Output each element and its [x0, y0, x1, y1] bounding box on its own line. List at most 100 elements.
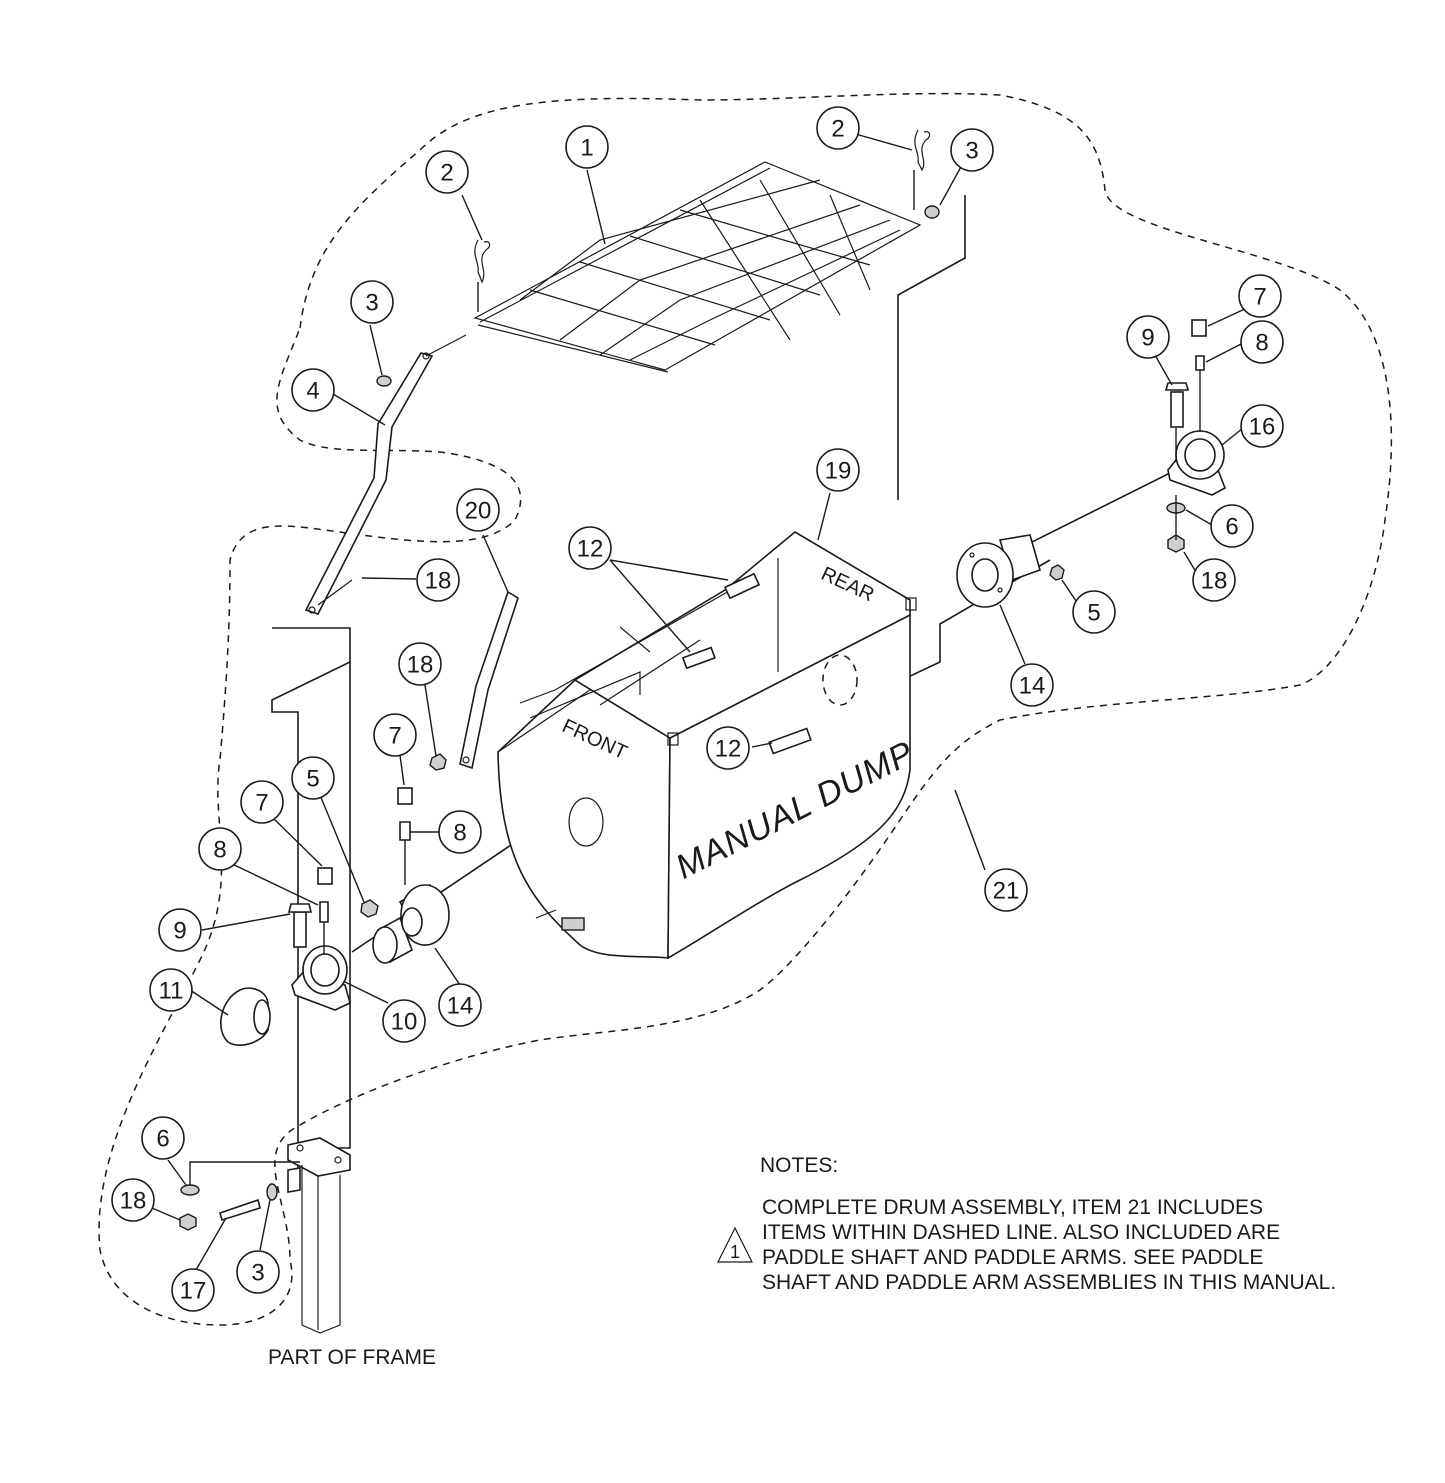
callout-circle — [1240, 320, 1284, 364]
callout-18: 18 — [416, 558, 460, 602]
callout-number: 12 — [715, 736, 742, 763]
callout-number: 3 — [965, 138, 978, 165]
bearing-right — [1167, 430, 1227, 496]
callout-number: 2 — [440, 160, 453, 187]
callout-number: 18 — [425, 568, 452, 595]
drum-body — [497, 531, 917, 960]
callout-circle — [373, 713, 417, 757]
callout-circle — [111, 1178, 155, 1222]
callout-6: 6 — [141, 1116, 185, 1160]
callout-circle — [568, 526, 612, 570]
callout-number: 10 — [391, 1009, 418, 1036]
note-line-2: ITEMS WITHIN DASHED LINE. ALSO INCLUDED … — [762, 1221, 1280, 1244]
callout-number: 7 — [388, 723, 401, 750]
bushing-7-right — [1191, 319, 1207, 337]
callout-12: 12 — [568, 526, 612, 570]
leader-lines — [151, 132, 1248, 1271]
callout-number: 5 — [306, 766, 319, 793]
callout-circle — [816, 106, 860, 150]
callout-1: 1 — [565, 125, 609, 169]
bolt-12-top — [681, 572, 812, 755]
callout-number: 18 — [407, 652, 434, 679]
note-triangle-icon — [717, 1226, 753, 1263]
dump-handle — [459, 590, 519, 770]
callout-circle — [1010, 663, 1054, 707]
callout-11: 11 — [149, 968, 193, 1012]
note-line-4: SHAFT AND PADDLE ARM ASSEMBLIES IN THIS … — [762, 1271, 1336, 1294]
link-arm — [304, 352, 434, 615]
hair-pin-right — [914, 129, 931, 172]
callout-2: 2 — [816, 106, 860, 150]
callout-number: 9 — [173, 918, 186, 945]
callout-17: 17 — [171, 1268, 215, 1312]
callout-3: 3 — [950, 128, 994, 172]
assembly-boundary-dashed — [98, 92, 1393, 1326]
callout-circle — [984, 868, 1028, 912]
nut-18-left — [179, 1213, 197, 1231]
callout-number: 16 — [1249, 414, 1276, 441]
bushing-7-mid — [397, 787, 413, 805]
callout-18: 18 — [398, 642, 442, 686]
callout-circle — [706, 726, 750, 770]
callout-21: 21 — [984, 868, 1028, 912]
callout-number: 4 — [306, 378, 319, 405]
note-marker: 1 — [730, 1242, 740, 1262]
callout-3: 3 — [350, 280, 394, 324]
notes-block: NOTES: COMPLETE DRUM ASSEMBLY, ITEM 21 I… — [717, 1154, 1336, 1294]
callout-circle — [1210, 504, 1254, 548]
callout-20: 20 — [456, 488, 500, 532]
zerk-8-mid — [399, 821, 411, 841]
washer-top-left — [376, 375, 392, 387]
callout-circle — [565, 125, 609, 169]
callout-number: 8 — [1255, 330, 1268, 357]
callout-7: 7 — [373, 713, 417, 757]
callout-number: 18 — [1201, 568, 1228, 595]
nut-5-right — [1049, 564, 1065, 581]
bolt-17 — [219, 1198, 261, 1222]
callout-circle — [149, 968, 193, 1012]
callout-5: 5 — [1072, 590, 1116, 634]
callout-circle — [158, 908, 202, 952]
callout-9: 9 — [1126, 315, 1170, 359]
callout-10: 10 — [382, 999, 426, 1043]
callout-circle — [425, 150, 469, 194]
callout-number: 1 — [580, 135, 593, 162]
callout-circle — [416, 558, 460, 602]
callout-number: 14 — [447, 993, 474, 1020]
callout-circle — [291, 756, 335, 800]
callout-7: 7 — [240, 780, 284, 824]
callout-7: 7 — [1238, 274, 1282, 318]
callout-number: 20 — [465, 498, 492, 525]
zerk-8-right — [1195, 355, 1205, 371]
callout-18: 18 — [1192, 558, 1236, 602]
callout-3: 3 — [236, 1250, 280, 1294]
zerk-8-left — [319, 901, 329, 923]
notes-heading: NOTES: — [760, 1154, 838, 1177]
callout-number: 21 — [993, 878, 1020, 905]
callout-9: 9 — [158, 908, 202, 952]
callout-circle — [240, 780, 284, 824]
bolt-9-left — [293, 911, 307, 948]
washer-3-bottom — [266, 1183, 278, 1201]
callout-number: 6 — [1225, 514, 1238, 541]
callout-circle — [438, 983, 482, 1027]
callout-circle — [350, 280, 394, 324]
callout-16: 16 — [1240, 404, 1284, 448]
callout-circle — [398, 642, 442, 686]
callout-number: 17 — [180, 1278, 207, 1305]
callout-4: 4 — [291, 368, 335, 412]
callout-number: 2 — [831, 116, 844, 143]
callout-number: 8 — [213, 837, 226, 864]
frame-label: PART OF FRAME — [268, 1346, 436, 1369]
callout-circle — [171, 1268, 215, 1312]
callout-number: 7 — [1253, 284, 1266, 311]
dome-cap — [220, 987, 269, 1046]
callout-circle — [1238, 274, 1282, 318]
callout-14: 14 — [438, 983, 482, 1027]
callout-8: 8 — [1240, 320, 1284, 364]
callout-14: 14 — [1010, 663, 1054, 707]
callout-number: 9 — [1141, 325, 1154, 352]
callout-circle — [141, 1116, 185, 1160]
